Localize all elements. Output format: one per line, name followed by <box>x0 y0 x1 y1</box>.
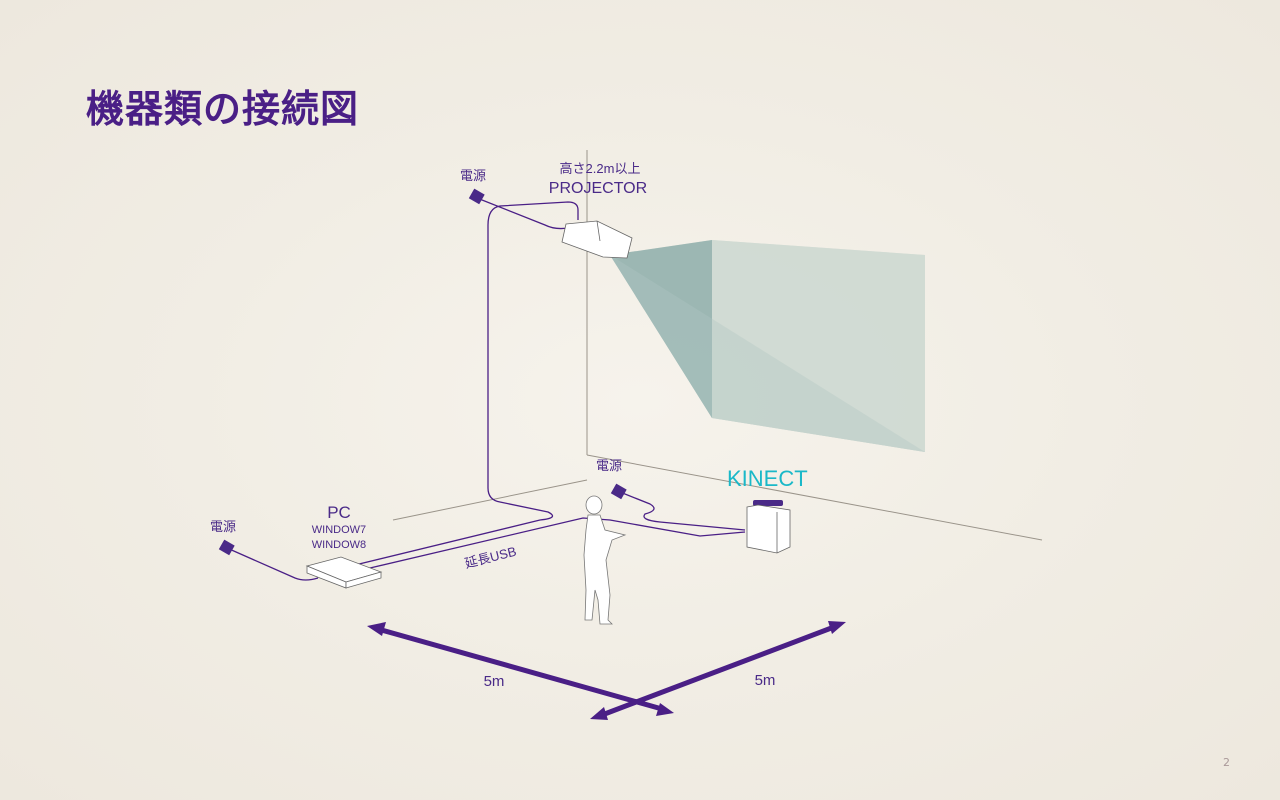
slide-title: 機器類の接続図 <box>86 87 360 131</box>
power-plug-icon <box>218 539 235 556</box>
projector-power-label: 電源 <box>460 168 486 183</box>
kinect-power-label: 電源 <box>596 458 622 473</box>
projector-height-label: 高さ2.2m以上 <box>560 161 641 176</box>
room-lines <box>392 150 1043 541</box>
pc-os-label-2: WINDOW8 <box>312 539 366 551</box>
pc-power-label: 電源 <box>210 519 236 534</box>
usb-label: 延長USB <box>463 544 518 571</box>
projector-device <box>561 220 633 259</box>
cables <box>226 197 746 581</box>
pc-device <box>305 556 383 589</box>
dimension-arrows <box>367 621 846 720</box>
person-figure <box>583 495 627 625</box>
projection-beam <box>610 240 925 452</box>
power-plug-icon <box>468 188 485 205</box>
dimension-left-label: 5m <box>484 673 505 690</box>
kinect-device <box>746 500 791 554</box>
projector-label: PROJECTOR <box>549 180 647 197</box>
page-number: 2 <box>1223 756 1230 769</box>
pc-os-label-1: WINDOW7 <box>312 524 366 536</box>
power-plug-icon <box>610 483 627 500</box>
pc-label: PC <box>327 503 351 522</box>
dimension-right-label: 5m <box>755 672 776 689</box>
kinect-label: KINECT <box>727 466 808 491</box>
